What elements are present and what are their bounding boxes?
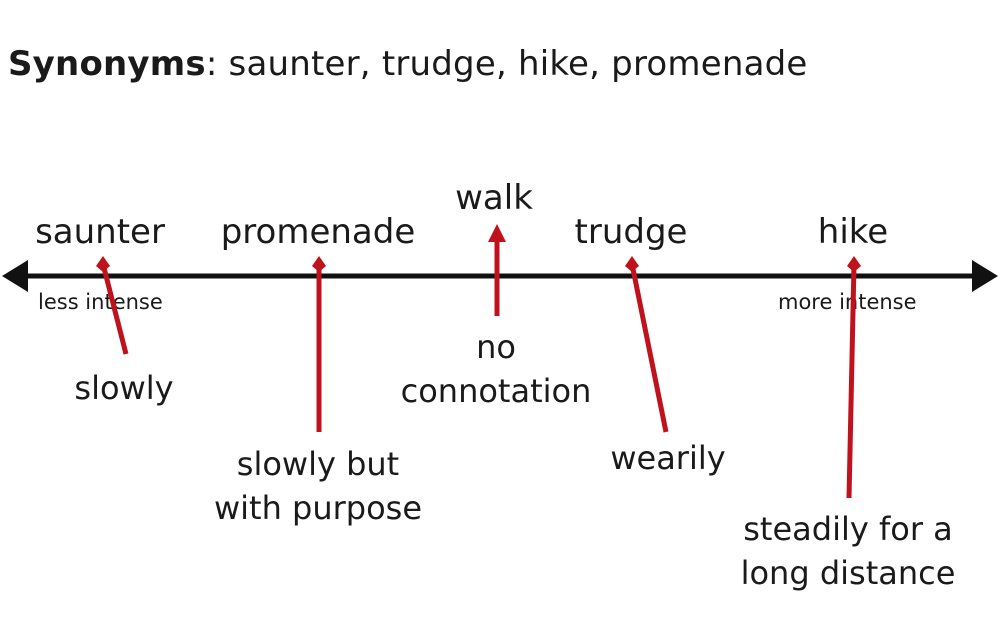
word-label-saunter: saunter: [35, 212, 165, 252]
axis-arrow-left: [2, 260, 28, 292]
title-words: saunter, trudge, hike, promenade: [228, 44, 808, 84]
connotation-line-promenade-0: slowly but: [237, 445, 399, 483]
word-label-walk: walk: [455, 178, 533, 218]
connotation-label-walk: no connotation: [401, 328, 592, 410]
pointer-tip-hike: [847, 256, 861, 272]
pointer-tip-saunter: [96, 256, 110, 272]
pointer-line-saunter: [100, 263, 129, 355]
connotation-label-trudge: wearily: [610, 439, 725, 477]
connotation-line-hike-1: long distance: [741, 554, 956, 592]
connotation-label-saunter: slowly: [74, 369, 173, 407]
title-label: Synonyms: [8, 44, 206, 84]
pointer-line-hike: [846, 263, 857, 499]
connotation-line-saunter-0: slowly: [74, 369, 173, 407]
word-label-trudge: trudge: [575, 212, 688, 252]
scale-left-label: less intense: [38, 290, 163, 314]
word-label-hike: hike: [818, 212, 888, 252]
connotation-line-walk-0: no: [476, 328, 516, 366]
connotation-line-trudge-0: wearily: [610, 439, 725, 477]
connotation-label-promenade: slowly but with purpose: [214, 445, 422, 527]
page-title: Synonyms: saunter, trudge, hike, promena…: [8, 44, 808, 84]
axis-arrow-right: [972, 260, 998, 292]
pointer-line-trudge: [629, 263, 669, 433]
connotation-line-walk-1: connotation: [401, 372, 592, 410]
pointer-tip-promenade: [312, 256, 326, 272]
connotation-line-hike-0: steadily for a: [743, 510, 953, 548]
title-separator: :: [205, 44, 218, 84]
word-label-promenade: promenade: [221, 212, 416, 252]
connotation-line-promenade-1: with purpose: [214, 489, 422, 527]
pointer-arrowhead-walk: [488, 224, 506, 242]
connotation-label-hike: steadily for a long distance: [741, 510, 956, 592]
word-markers: saunter slowly promenade slowly but with pur…: [35, 178, 955, 592]
pointer-tip-trudge: [625, 256, 639, 272]
scale-right-label: more intense: [778, 290, 917, 314]
